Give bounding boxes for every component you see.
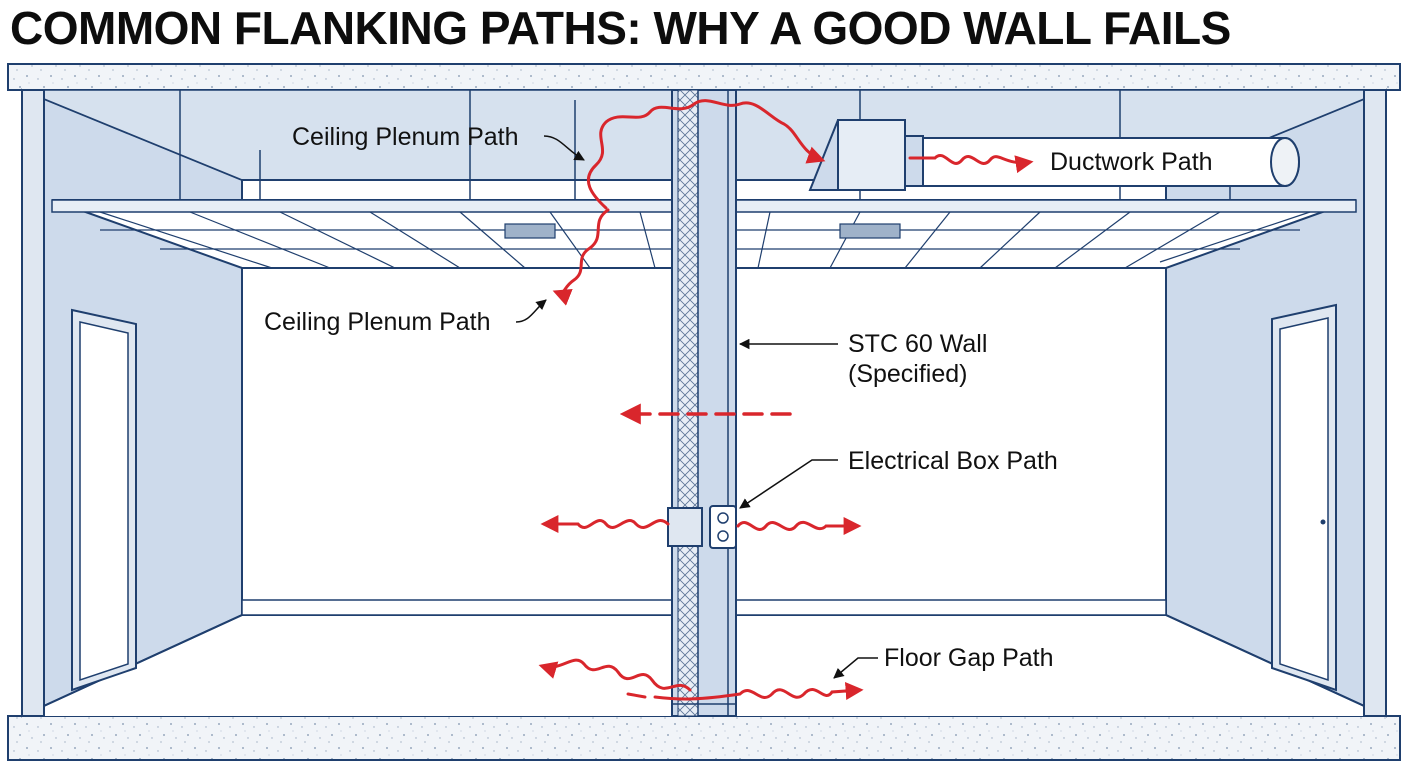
electrical-box-path bbox=[540, 515, 862, 535]
door-icon bbox=[1271, 303, 1337, 692]
stc-wall-label-line1: STC 60 Wall bbox=[848, 330, 987, 358]
ceiling-grid-left bbox=[51, 199, 673, 269]
door-icon bbox=[71, 308, 137, 692]
leader-lines bbox=[515, 135, 878, 679]
ceiling-grid-right bbox=[735, 199, 1357, 269]
floor-gap-path bbox=[538, 658, 860, 699]
outlet-icon bbox=[667, 505, 737, 549]
diffuser-icon bbox=[504, 223, 556, 239]
duct-icon bbox=[808, 119, 1300, 191]
ceiling-plenum-label-upper: Ceiling Plenum Path bbox=[292, 123, 519, 151]
floor-gap-label: Floor Gap Path bbox=[884, 644, 1054, 672]
ductwork-label: Ductwork Path bbox=[1050, 148, 1213, 176]
electrical-box-label: Electrical Box Path bbox=[848, 447, 1058, 475]
ceiling-plenum-path bbox=[552, 99, 826, 306]
stc-60-wall bbox=[671, 89, 737, 717]
floor-slab bbox=[7, 715, 1401, 761]
diffuser-icon bbox=[839, 223, 901, 239]
ceiling-plenum-label-lower: Ceiling Plenum Path bbox=[264, 308, 491, 336]
ductwork-path bbox=[908, 154, 1034, 174]
roof-slab bbox=[7, 63, 1401, 91]
page-title: COMMON FLANKING PATHS: WHY A GOOD WALL F… bbox=[10, 2, 1231, 54]
stc-wall-label-line2: (Specified) bbox=[848, 360, 968, 388]
